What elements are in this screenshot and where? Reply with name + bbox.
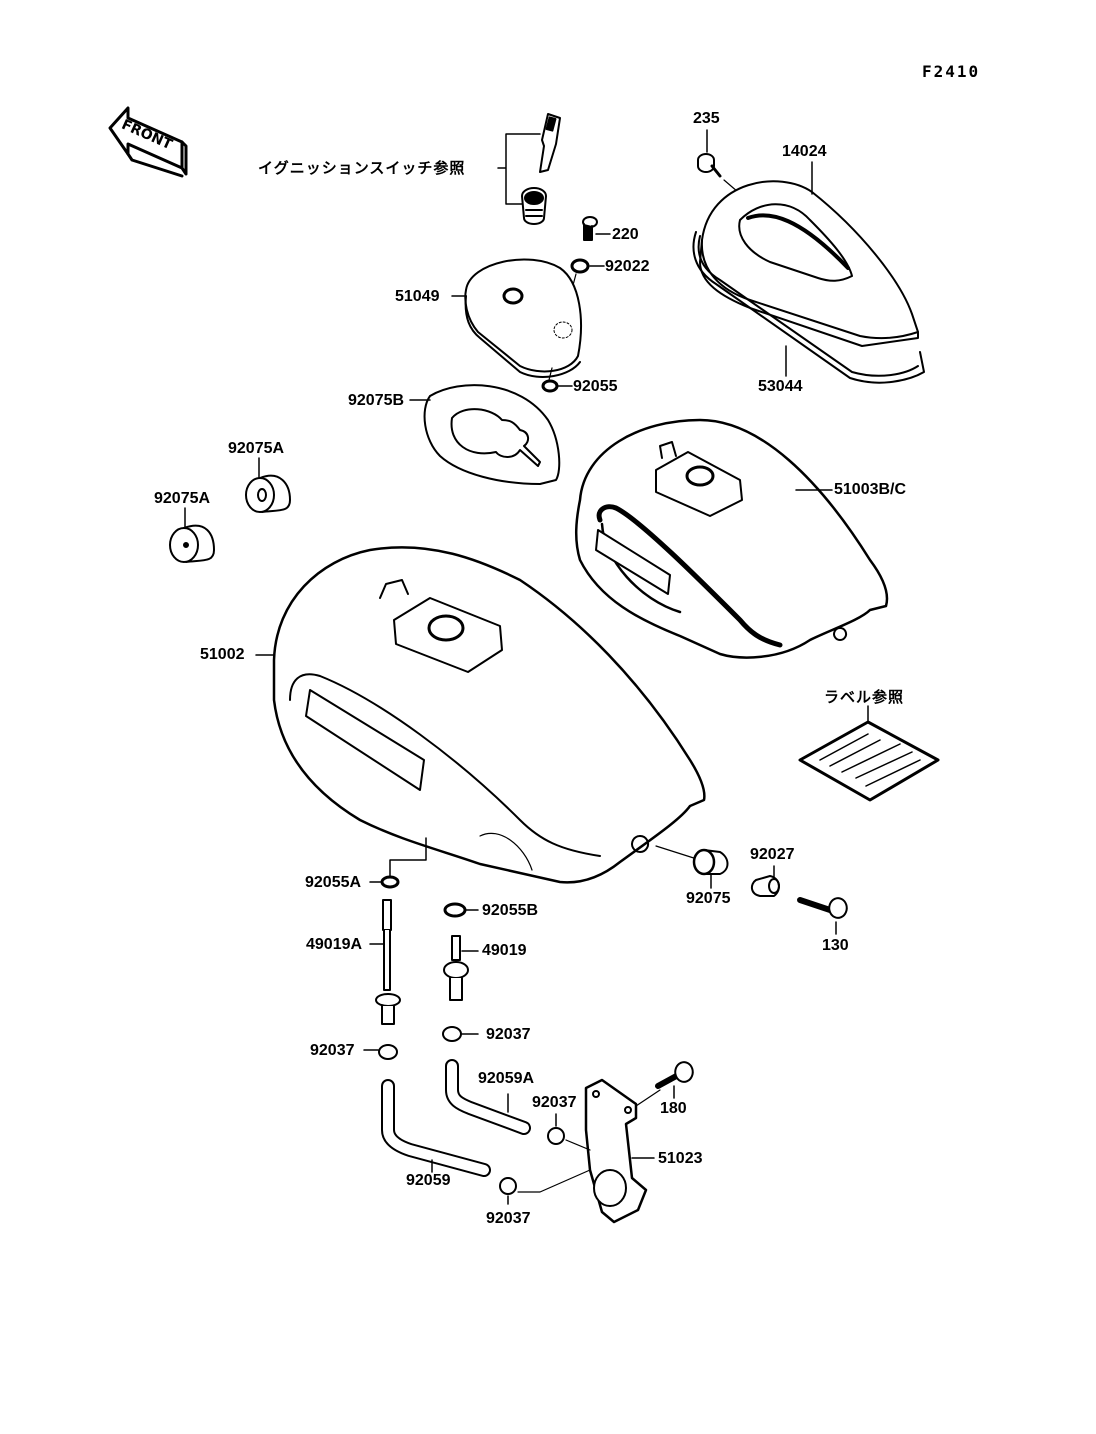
bolt-130-icon: [797, 897, 848, 919]
ignition-leader-line: [497, 133, 541, 205]
part-label-49019[interactable]: 49019: [482, 942, 527, 959]
part-label-51023[interactable]: 51023: [658, 1150, 703, 1167]
damper-92075-icon: [692, 848, 729, 876]
part-label-92055[interactable]: 92055: [573, 378, 618, 395]
part-label-220[interactable]: 220: [612, 226, 639, 243]
part-label-92075A-lower[interactable]: 92075A: [154, 490, 211, 507]
screw-220-icon: [582, 216, 598, 241]
cover-14024-icon: [699, 180, 919, 347]
part-label-92055A[interactable]: 92055A: [305, 874, 362, 891]
part-label-92037-c[interactable]: 92037: [532, 1094, 577, 1111]
part-label-92022[interactable]: 92022: [605, 258, 650, 275]
part-label-51049[interactable]: 51049: [395, 288, 440, 305]
collar-92027-icon: [750, 875, 780, 897]
part-label-235[interactable]: 235: [693, 110, 720, 127]
fuel-cap-cover-icon: [464, 258, 582, 378]
washer-92022-icon: [570, 258, 590, 274]
part-label-92059[interactable]: 92059: [406, 1172, 451, 1189]
hose-92059-icon: [381, 1079, 491, 1177]
part-label-92075B[interactable]: 92075B: [348, 392, 405, 409]
part-label-49019A[interactable]: 49019A: [306, 936, 363, 953]
part-label-130[interactable]: 130: [822, 937, 849, 954]
part-label-92037-a[interactable]: 92037: [486, 1026, 531, 1043]
fuel-tank-51003BC-icon: [575, 418, 889, 659]
pad-53044-icon: [692, 231, 925, 384]
fuel-cock-51023-icon: [584, 1078, 648, 1224]
clamp-92037-icon: [378, 1026, 565, 1195]
figure-code: F2410: [922, 62, 981, 81]
hose-92059A-icon: [445, 1059, 531, 1135]
damper-92075A-upper-icon: [245, 474, 291, 513]
bolt-235-icon: [697, 153, 722, 178]
part-label-92037-d[interactable]: 92037: [486, 1210, 531, 1227]
front-arrow-icon: [108, 106, 188, 178]
label-reference: ラベル参照: [824, 688, 905, 706]
fuel-pipe-49019A-icon: [375, 899, 401, 1025]
part-label-92055B[interactable]: 92055B: [482, 902, 539, 919]
part-label-53044[interactable]: 53044: [758, 378, 803, 395]
label-sheet-icon: [798, 720, 940, 802]
part-label-92059A[interactable]: 92059A: [478, 1070, 535, 1087]
o-ring-92055B-icon: [443, 902, 467, 918]
ignition-switch-reference: イグニッションスイッチ参照: [258, 159, 466, 177]
part-label-92075[interactable]: 92075: [686, 890, 731, 907]
fuel-pipe-49019-icon: [443, 935, 469, 1001]
o-ring-92055A-icon: [380, 875, 400, 889]
gasket-92075B-icon: [423, 384, 561, 485]
o-ring-92055-icon: [541, 379, 559, 393]
eliminator-decal: [305, 689, 425, 791]
part-label-92027[interactable]: 92027: [750, 846, 795, 863]
eliminator-decal-small: [595, 529, 671, 595]
part-label-51003BC[interactable]: 51003B/C: [834, 481, 907, 498]
part-label-92075A-upper[interactable]: 92075A: [228, 440, 285, 457]
part-label-180[interactable]: 180: [660, 1100, 687, 1117]
bolt-180-icon: [655, 1061, 694, 1089]
damper-92075A-lower-icon: [169, 524, 215, 563]
ignition-key-icon: [521, 113, 561, 225]
fuel-tank-51002-icon: [272, 546, 706, 884]
part-label-51002[interactable]: 51002: [200, 646, 245, 663]
part-label-14024[interactable]: 14024: [782, 143, 827, 160]
part-label-92037-b[interactable]: 92037: [310, 1042, 355, 1059]
